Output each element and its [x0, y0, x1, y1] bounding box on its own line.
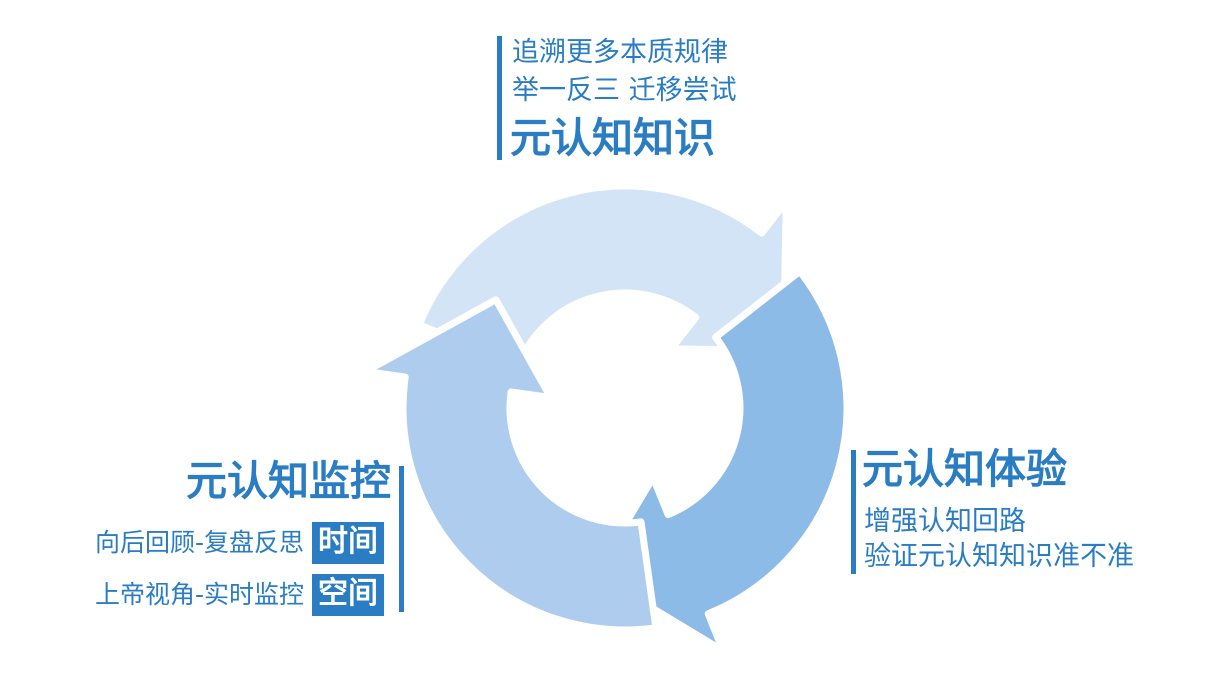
- top-accent-bar: [497, 36, 502, 160]
- right-line-2: 验证元认知知识准不准: [864, 541, 1134, 572]
- left-title: 元认知监控: [186, 457, 391, 505]
- space-tag: 空间: [312, 574, 384, 616]
- right-accent-bar: [851, 450, 856, 574]
- left-row2-text: 上帝视角-实时监控: [94, 580, 304, 609]
- left-row1-text: 向后回顾-复盘反思: [94, 528, 304, 557]
- cycle-segment-monitoring: [362, 296, 660, 634]
- left-row-time: 向后回顾-复盘反思 时间: [95, 522, 384, 564]
- left-row-space: 上帝视角-实时监控 空间: [95, 574, 384, 616]
- cycle-segment-experience: [592, 267, 851, 655]
- right-line-1: 增强认知回路: [864, 506, 1026, 537]
- left-accent-bar: [399, 466, 404, 612]
- right-title: 元认知体验: [862, 445, 1067, 493]
- top-line-2: 举一反三 迁移尝试: [512, 75, 737, 106]
- time-tag: 时间: [312, 522, 384, 564]
- top-line-1: 追溯更多本质规律: [512, 37, 728, 68]
- top-title: 元认知知识: [510, 114, 715, 162]
